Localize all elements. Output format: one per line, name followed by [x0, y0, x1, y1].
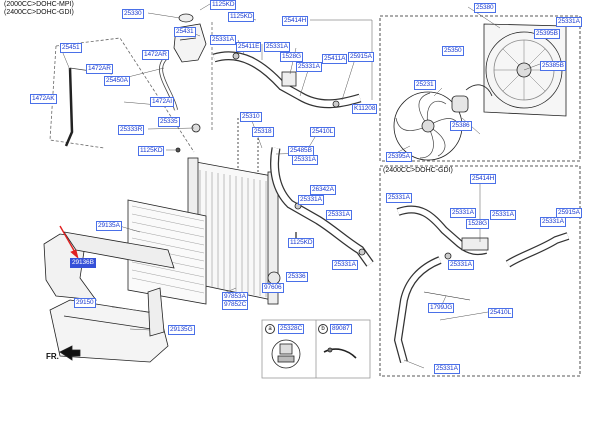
callout-25414h[interactable]: 25414H [282, 16, 309, 26]
callout-26342a[interactable]: 26342A [310, 185, 336, 195]
callout-25331a[interactable]: 25331A [556, 17, 582, 27]
callout-25331a[interactable]: 25331A [450, 208, 476, 218]
radiator-core [195, 161, 273, 301]
callout-25331a[interactable]: 25331A [210, 35, 236, 45]
inset-title: (2400CC>DOHC-GDI) [383, 167, 453, 174]
callout-1125kd[interactable]: 1125KD [210, 0, 237, 10]
fan-assembly-frame [379, 15, 581, 162]
legend-part-b[interactable]: 89087 [330, 324, 352, 334]
callout-25330[interactable]: 25330 [122, 9, 144, 19]
lower-air-guard [49, 299, 169, 363]
callout-k11208[interactable]: K11208 [352, 104, 378, 114]
callout-25431[interactable]: 25431 [174, 27, 196, 37]
callout-25386[interactable]: 25386 [450, 121, 472, 131]
callout-1472ak[interactable]: 1472AK [30, 94, 57, 104]
callout-29135a[interactable]: 29135A [96, 221, 122, 231]
callout-1528g[interactable]: 1528G [280, 52, 304, 62]
callout-25915a[interactable]: 25915A [556, 208, 582, 218]
callout-25331a[interactable]: 25331A [296, 62, 322, 72]
callout-25331a[interactable]: 25331A [264, 42, 290, 52]
air-guard-upper [63, 231, 175, 269]
callout-1472ak[interactable]: 1472AR [86, 64, 113, 74]
callout-25231[interactable]: 25231 [414, 80, 436, 90]
callout-25331a[interactable]: 25331A [448, 260, 474, 270]
callout-25411a[interactable]: 25411A [322, 54, 348, 64]
callout-25450a[interactable]: 25450A [104, 76, 130, 86]
callout-25350[interactable]: 25350 [442, 46, 464, 56]
callout-97606[interactable]: 97606 [262, 283, 284, 293]
air-guard-right [147, 287, 165, 337]
fan-motor [451, 95, 469, 113]
callout-1472ar[interactable]: 1472AR [142, 50, 169, 60]
callout-25380[interactable]: 25380 [474, 3, 496, 13]
callout-25331a[interactable]: 25331A [298, 195, 324, 205]
engine-variant-mpi: (2000CC>DOHC-MPI) [4, 1, 74, 8]
callout-1125kd[interactable]: 1125KD [288, 238, 315, 248]
callout-25331a[interactable]: 25331A [292, 155, 318, 165]
engine-variant-gdi: (2400CC>DOHC-GDI) [4, 9, 74, 16]
callout-25410l[interactable]: 25410L [310, 127, 336, 137]
callout-25331a[interactable]: 25331A [490, 210, 516, 220]
callout-1528g[interactable]: 1528G [466, 219, 490, 229]
callout-25310[interactable]: 25310 [240, 112, 262, 122]
callout-25410l[interactable]: 25410L [488, 308, 514, 318]
callout-25915a[interactable]: 25915A [348, 52, 374, 62]
callout-25395b[interactable]: 25395B [534, 29, 560, 39]
callout-25395a[interactable]: 25395A [386, 152, 412, 162]
front-direction-arrow [59, 345, 81, 361]
callout-25335[interactable]: 25335 [158, 117, 180, 127]
legend-part-a[interactable]: 25328C [278, 324, 305, 334]
callout-25333r[interactable]: 25333R [118, 125, 145, 135]
callout-1125kd[interactable]: 1125KD [138, 146, 165, 156]
legend-marker-b: b [318, 324, 328, 334]
callout-29150[interactable]: 29150 [74, 298, 96, 308]
callout-25331a[interactable]: 25331A [326, 210, 352, 220]
callout-97852c[interactable]: 97852C [222, 300, 249, 310]
callout-25336[interactable]: 25336 [286, 272, 308, 282]
callout-25451[interactable]: 25451 [60, 43, 82, 53]
callout-1799jg[interactable]: 1799JG [428, 303, 455, 313]
callout-25318[interactable]: 25318 [252, 127, 274, 137]
callout-25331a[interactable]: 25331A [386, 193, 412, 203]
callout-25385b[interactable]: 25385B [540, 61, 566, 71]
callout-25331a[interactable]: 25331A [332, 260, 358, 270]
gdi-inset-frame [379, 165, 581, 377]
callout-25331a[interactable]: 25331A [434, 364, 460, 374]
callout-1125kd[interactable]: 1125KD [228, 12, 255, 22]
callout-25414h[interactable]: 25414H [470, 174, 497, 184]
legend-marker-a: a [265, 324, 275, 334]
callout-25331a[interactable]: 25331A [540, 217, 566, 227]
callout-25411e[interactable]: 25411E [236, 42, 262, 52]
callout-1472ai[interactable]: 1472AI [150, 97, 175, 107]
callout-29135g[interactable]: 29135G [168, 325, 195, 335]
callout-29136b-selected[interactable]: 29136B [70, 258, 96, 268]
front-label: FR. [46, 352, 59, 361]
